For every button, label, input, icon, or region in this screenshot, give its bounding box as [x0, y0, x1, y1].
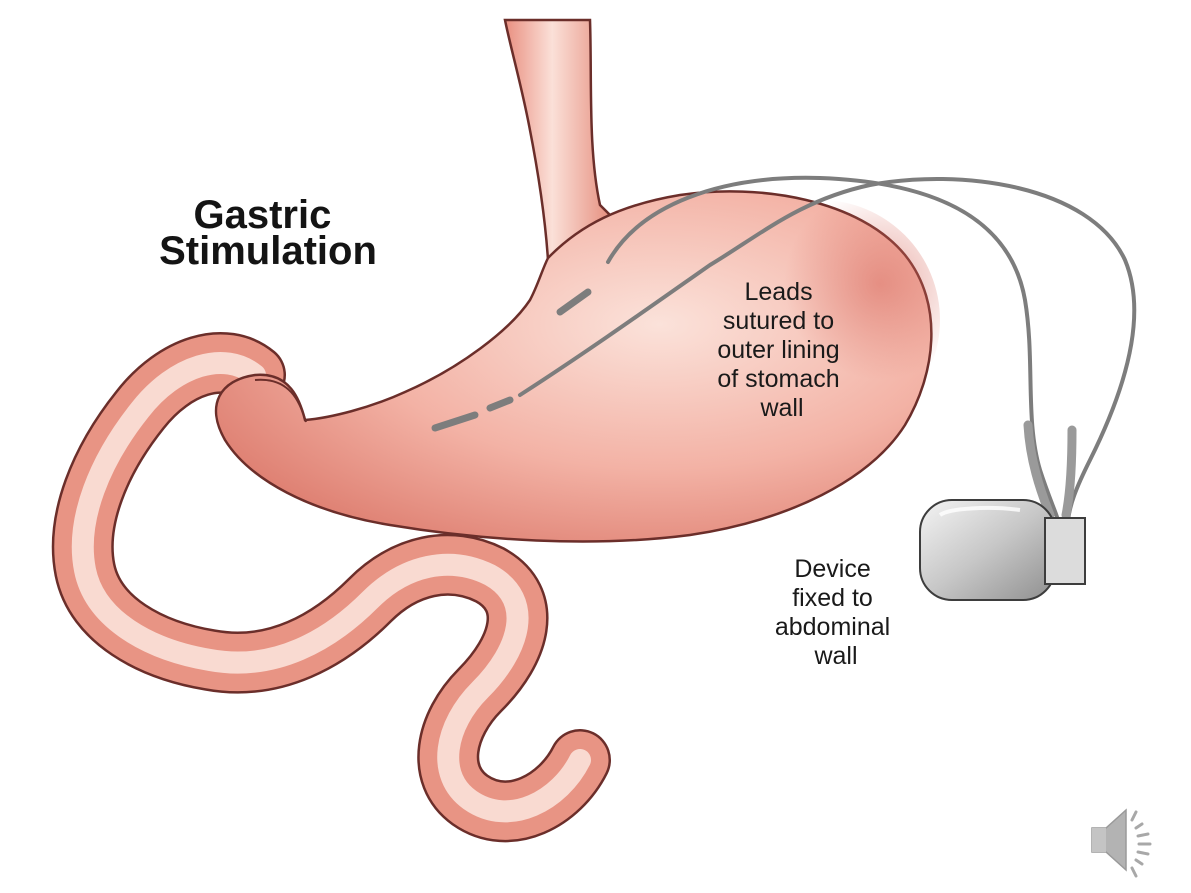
leads-label-line-4: of stomach — [717, 365, 839, 393]
title-line-2: Stimulation — [159, 229, 377, 273]
stimulator-device — [919, 499, 1086, 601]
device-label: Device fixed to abdominal wall — [775, 555, 897, 670]
device-label-line-4: wall — [813, 642, 857, 670]
leads-label: Leads sutured to outer lining of stomach… — [717, 278, 846, 422]
stomach — [214, 190, 940, 543]
leads-label-line-2: sutured to — [723, 307, 834, 335]
title-line-1: Gastric — [194, 193, 332, 237]
leads-label-line-3: outer lining — [717, 336, 839, 364]
leads-label-line-1: Leads — [744, 278, 812, 306]
device-label-line-1: Device — [794, 555, 870, 583]
device-label-line-2: fixed to — [792, 584, 873, 612]
esophagus — [503, 18, 612, 263]
stimulator-leads — [431, 175, 1137, 522]
diagram-title: Gastric Stimulation — [159, 193, 377, 273]
intestine — [51, 332, 611, 843]
speaker-icon[interactable] — [1091, 808, 1152, 878]
device-label-line-3: abdominal — [775, 613, 890, 641]
leads-label-line-5: wall — [759, 394, 803, 422]
